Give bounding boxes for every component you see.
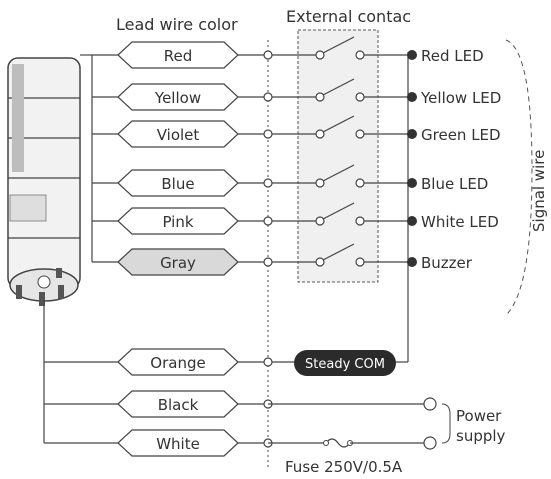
junction-orange <box>263 357 273 367</box>
terminal-red <box>407 50 417 60</box>
steady-com-label: Steady COM <box>305 357 385 372</box>
signal-wire-label: Signal wire <box>530 150 548 232</box>
switch-pink <box>322 202 355 220</box>
switch-violet <box>322 115 355 133</box>
power-supply-label-line2: supply <box>456 427 506 445</box>
wire-label-blue: Blue <box>161 175 194 193</box>
terminal-yellow <box>407 92 417 102</box>
fuse-label: Fuse 250V/0.5A <box>285 458 403 476</box>
led-label-blue-led: Blue LED <box>421 175 488 193</box>
led-label-white-led: White LED <box>421 213 499 231</box>
wire-label-red: Red <box>164 47 193 65</box>
led-label-red-led: Red LED <box>421 47 484 65</box>
fuse-symbol <box>325 438 351 448</box>
wire-label-gray: Gray <box>160 254 196 272</box>
terminal-blue <box>407 178 417 188</box>
switch-red <box>322 36 355 54</box>
wire-label-yellow: Yellow <box>154 89 201 107</box>
led-label-green-led: Green LED <box>421 126 501 144</box>
terminal-gray <box>407 257 417 267</box>
wire-label-pink: Pink <box>162 213 193 231</box>
signal-tower-illustration <box>7 57 81 306</box>
junction-pink <box>263 216 273 226</box>
power-terminal-top <box>423 397 437 411</box>
external-contact-header: External contac <box>286 7 411 26</box>
switch-blue <box>322 164 355 182</box>
lead-wire-color-header: Lead wire color <box>116 15 238 34</box>
wire-label-black: Black <box>158 396 199 414</box>
junction-yellow <box>263 92 273 102</box>
signal-wire-bracket <box>505 39 533 316</box>
junction-violet <box>263 129 273 139</box>
external-contact-box <box>297 29 379 283</box>
junction-red <box>263 50 273 60</box>
junction-gray <box>263 257 273 267</box>
power-supply-bracket <box>441 403 451 444</box>
wire-label-white: White <box>156 435 200 453</box>
power-terminal-bottom <box>423 436 437 450</box>
terminal-pink <box>407 216 417 226</box>
switch-gray <box>322 243 355 261</box>
switch-yellow <box>322 78 355 96</box>
terminal-violet <box>407 129 417 139</box>
led-label-buzzer: Buzzer <box>421 254 473 272</box>
steady-com-badge <box>294 350 396 376</box>
led-label-yellow-led: Yellow LED <box>420 89 501 107</box>
wire-label-orange: Orange <box>150 354 205 372</box>
junction-blue <box>263 178 273 188</box>
wire-label-violet: Violet <box>157 126 200 144</box>
power-supply-label-line1: Power <box>456 407 502 425</box>
